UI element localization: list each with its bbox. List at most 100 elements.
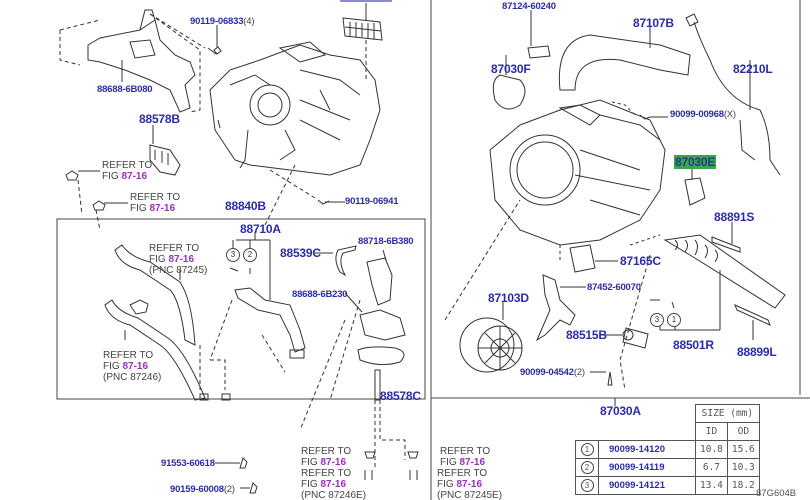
part-label-90099-00968[interactable]: 90099-00968(X) xyxy=(670,109,736,120)
part-label-90119-06833[interactable]: 90119-06833(4) xyxy=(190,16,254,27)
table-row: 1 90099-14120 10.8 15.6 xyxy=(575,440,760,459)
part-label-88539c[interactable]: 88539C xyxy=(280,246,321,260)
part-label-87030e[interactable]: 87030E xyxy=(674,155,717,169)
part-label-88710a[interactable]: 88710A xyxy=(240,222,281,236)
part-number[interactable]: 90099-00968 xyxy=(670,109,724,120)
fig-prefix: FIG xyxy=(149,254,169,265)
part-label-82210l[interactable]: 82210L xyxy=(733,62,773,76)
quantity: (2) xyxy=(223,484,235,495)
fig-link[interactable]: 87-16 xyxy=(456,479,483,490)
bracket-right-part xyxy=(535,274,586,342)
size-table: SIZE (mm) ID OD 1 90099-14120 10.8 15.6 … xyxy=(575,404,760,495)
refer-text: REFER TO xyxy=(301,446,352,457)
fig-link[interactable]: 87-16 xyxy=(168,254,195,265)
part-label-87030a[interactable]: 87030A xyxy=(600,404,641,418)
part-label-87107b[interactable]: 87107B xyxy=(633,16,674,30)
quantity: (4) xyxy=(243,16,255,27)
part-label-88891s[interactable]: 88891S xyxy=(714,210,755,224)
part-label-88899l[interactable]: 88899L xyxy=(737,345,777,359)
quantity: (2) xyxy=(573,367,585,378)
blank-cell xyxy=(576,405,696,423)
fig-link[interactable]: 87-16 xyxy=(149,203,176,214)
bolt-part xyxy=(149,13,222,55)
sleeve-part xyxy=(600,327,649,349)
part-label-88501r[interactable]: 88501R xyxy=(673,338,714,352)
part-label-87103d[interactable]: 87103D xyxy=(488,291,529,305)
circled-number: 2 xyxy=(580,461,594,474)
frame-lines xyxy=(56,0,810,500)
part-label-88718-6b380[interactable]: 88718-6B380 xyxy=(358,236,414,247)
table-row: 2 90099-14119 6.7 10.3 xyxy=(575,458,760,477)
part-number[interactable]: 90099-04542 xyxy=(520,367,574,378)
bottom-bolt-part xyxy=(215,451,419,494)
refer-text: REFER TO xyxy=(301,468,352,479)
blank-cell xyxy=(576,423,696,441)
od-cell: 10.3 xyxy=(726,458,760,477)
part-number-cell[interactable]: 90099-14119 xyxy=(598,458,696,477)
id-header: ID xyxy=(695,422,728,441)
part-label-90119-06941[interactable]: 90119-06941 xyxy=(345,196,399,207)
servo-part xyxy=(684,166,706,206)
id-cell: 13.4 xyxy=(695,476,728,495)
part-label-88578b[interactable]: 88578B xyxy=(139,112,180,126)
part-label-88688-6b080[interactable]: 88688-6B080 xyxy=(97,84,153,95)
highlighted-part[interactable]: 87030E xyxy=(674,155,717,169)
part-label-90099-04542[interactable]: 90099-04542(2) xyxy=(520,367,585,378)
od-cell: 18.2 xyxy=(726,476,760,495)
evaporator-core-part xyxy=(619,234,786,391)
od-header: OD xyxy=(726,422,760,441)
fitting-part xyxy=(65,170,345,231)
quantity: (X) xyxy=(723,109,736,120)
fig-prefix: FIG xyxy=(102,171,122,182)
hose-c-part xyxy=(315,245,357,277)
fig-link[interactable]: 87-16 xyxy=(121,171,148,182)
part-label-88840b[interactable]: 88840B xyxy=(225,199,266,213)
part-label-87124-60240[interactable]: 87124-60240 xyxy=(502,1,556,12)
fig-prefix: FIG xyxy=(130,203,150,214)
part-number-cell[interactable]: 90099-14120 xyxy=(598,440,696,459)
callout-circle: 1 xyxy=(667,313,681,327)
row-number: 1 xyxy=(575,440,599,459)
part-label-88578c[interactable]: 88578C xyxy=(380,389,421,403)
part-number[interactable]: 90119-06833 xyxy=(190,16,244,27)
fig-link[interactable]: 87-16 xyxy=(320,479,347,490)
part-label-88515b[interactable]: 88515B xyxy=(566,328,607,342)
hose-part xyxy=(104,244,231,401)
fig-link[interactable]: 87-16 xyxy=(320,457,347,468)
callout-circle: 3 xyxy=(650,313,664,327)
part-number[interactable]: 90159-60008 xyxy=(170,484,224,495)
thermistor-part xyxy=(711,222,771,340)
part-number-cell[interactable]: 90099-14121 xyxy=(598,476,696,495)
part-label-90159-60008[interactable]: 90159-60008(2) xyxy=(170,484,235,495)
part-label-91553-60618[interactable]: 91553-60618 xyxy=(161,458,215,469)
refer-text: REFER TO xyxy=(440,446,491,457)
clip-part xyxy=(149,125,181,176)
id-cell: 6.7 xyxy=(695,458,728,477)
fig-prefix: FIG xyxy=(440,457,460,468)
size-header: SIZE (mm) xyxy=(695,404,760,423)
size-table-header-row: SIZE (mm) xyxy=(576,404,760,423)
fig-link[interactable]: 87-16 xyxy=(122,361,149,372)
valve-tube-part xyxy=(209,232,306,373)
circled-number: 3 xyxy=(580,479,594,492)
bracket-part xyxy=(59,9,201,113)
part-label-88688-6b230[interactable]: 88688-6B230 xyxy=(292,289,348,300)
refer-text: REFER TO xyxy=(149,243,200,254)
pnc-text: (PNC 87246E) xyxy=(301,490,367,500)
part-label-87165c[interactable]: 87165C xyxy=(620,254,661,268)
part-label-87030f[interactable]: 87030F xyxy=(491,62,531,76)
fig-link[interactable]: 87-16 xyxy=(459,457,486,468)
part-label-87452-60070[interactable]: 87452-60070 xyxy=(587,282,641,293)
row-number: 2 xyxy=(575,458,599,477)
heater-unit-part xyxy=(209,41,381,226)
expansion-valve-part xyxy=(299,249,406,470)
callout-circle: 3 xyxy=(226,248,240,262)
